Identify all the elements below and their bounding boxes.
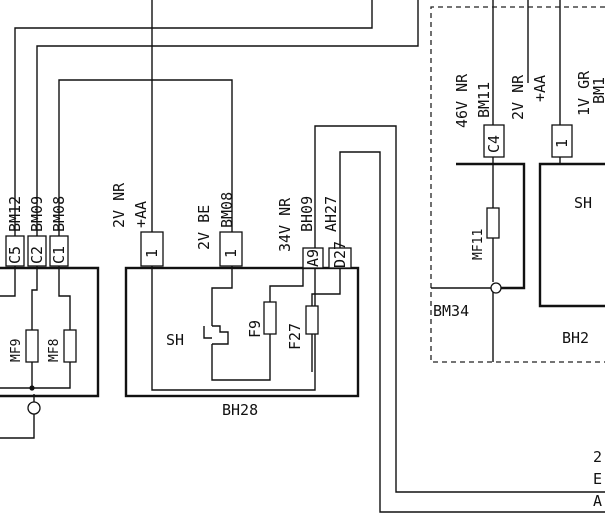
wire-bm12 [14,0,373,258]
fuse-label: MF11 [471,229,486,260]
terminal-node [490,282,502,294]
bh28-pins: 1 1 A9 D27 [140,231,352,269]
right-unit: 46V NR BM11 2V NR +AA 1V GR BM1 C4 1 MF1… [430,6,605,510]
left-unit-outline [0,266,100,398]
wire-code-label: BM08 [50,196,68,232]
pin-label: C4 [485,135,503,153]
internal-wire [31,266,38,330]
internal-wire [0,394,35,439]
pin-label: D27 [331,241,349,268]
pin-label: 1 [143,249,161,258]
fuse-mf11 [486,207,500,239]
pin-box [302,247,324,269]
right-wire-labels: 46V NR BM11 2V NR +AA 1V GR BM1 [453,70,605,128]
left-wire-code-labels: BM12 BM09 BM08 [6,196,68,232]
wire-code-label: BM1 [590,77,605,104]
pin-label: 1 [222,249,240,258]
edge-text: A [593,492,602,510]
bh28-outline [124,266,360,398]
wire-gauge-label: 1V GR [575,70,593,116]
fuse-mf9 [25,329,39,363]
pin-label: A9 [304,249,322,267]
wire-gauge-label: 2V NR [110,182,128,228]
terminal-node [27,401,41,415]
wire-code-label: +AA [132,201,150,228]
internal-wire [311,268,341,372]
wire-code-label: BM12 [6,196,24,232]
pin-box [483,124,505,158]
bh28-wire-labels: 2V NR +AA 2V BE BM08 34V NR BH09 AH27 [110,182,340,252]
wire-ah27 [339,151,605,513]
right-box-b-outline [538,162,605,308]
right-box-a-outline [456,162,526,290]
internal-wire [0,362,71,389]
shunt-label: SH [166,331,184,349]
shunt-label: SH [574,194,592,212]
fuse-label: MF8 [47,339,62,362]
shunt-symbol [203,325,229,345]
wire-code-label: BH09 [298,196,316,232]
connector-label: C2 [28,246,46,264]
pin-box [551,124,573,158]
node-label: BM34 [433,302,469,320]
edge-text: 2 [593,448,602,466]
edge-text: E [593,470,602,488]
wire-code-label: BM11 [475,82,493,118]
internal-wire [0,266,16,297]
module-label: BH2 [562,329,589,347]
fuse-label: MF9 [9,339,24,362]
wire-gauge-label: 34V NR [276,197,294,252]
wire-gauge-label: 2V NR [509,74,527,120]
wire-code-label: AH27 [322,196,340,232]
fuse-f27 [305,305,319,335]
junction-dot [29,385,35,391]
internal-wire [58,266,71,330]
connector-label: C1 [50,246,68,264]
fuse-label: F27 [286,323,304,350]
wire-bm08 [58,79,233,258]
wire-bh09 [314,125,605,493]
fuse-label: F9 [246,320,264,338]
wire-gauge-label: 2V BE [195,205,213,250]
internal-wire [211,334,271,381]
module-label: BH28 [222,401,258,419]
wire-network [14,0,605,513]
wire-code-label: BM08 [218,192,236,228]
left-unit: BM12 BM09 BM08 C5 C2 C1 MF9 MF8 [0,196,100,439]
wire-code-label: +AA [531,75,549,102]
wire-bm09 [36,0,419,258]
wire-gauge-label: 46V NR [453,73,471,128]
internal-wire [269,268,304,302]
dashed-enclosure [430,6,605,363]
left-connectors: C5 C2 C1 [5,235,69,267]
internal-wire [211,266,233,326]
connector-label: C5 [6,246,24,264]
wire-code-label: BM09 [28,196,46,232]
fuse-mf8 [63,329,77,363]
pin-label: 1 [553,139,571,148]
fuse-f9 [263,301,277,335]
bh28-unit: 2V NR +AA 2V BE BM08 34V NR BH09 AH27 1 … [110,182,360,419]
pin-box [219,231,243,267]
